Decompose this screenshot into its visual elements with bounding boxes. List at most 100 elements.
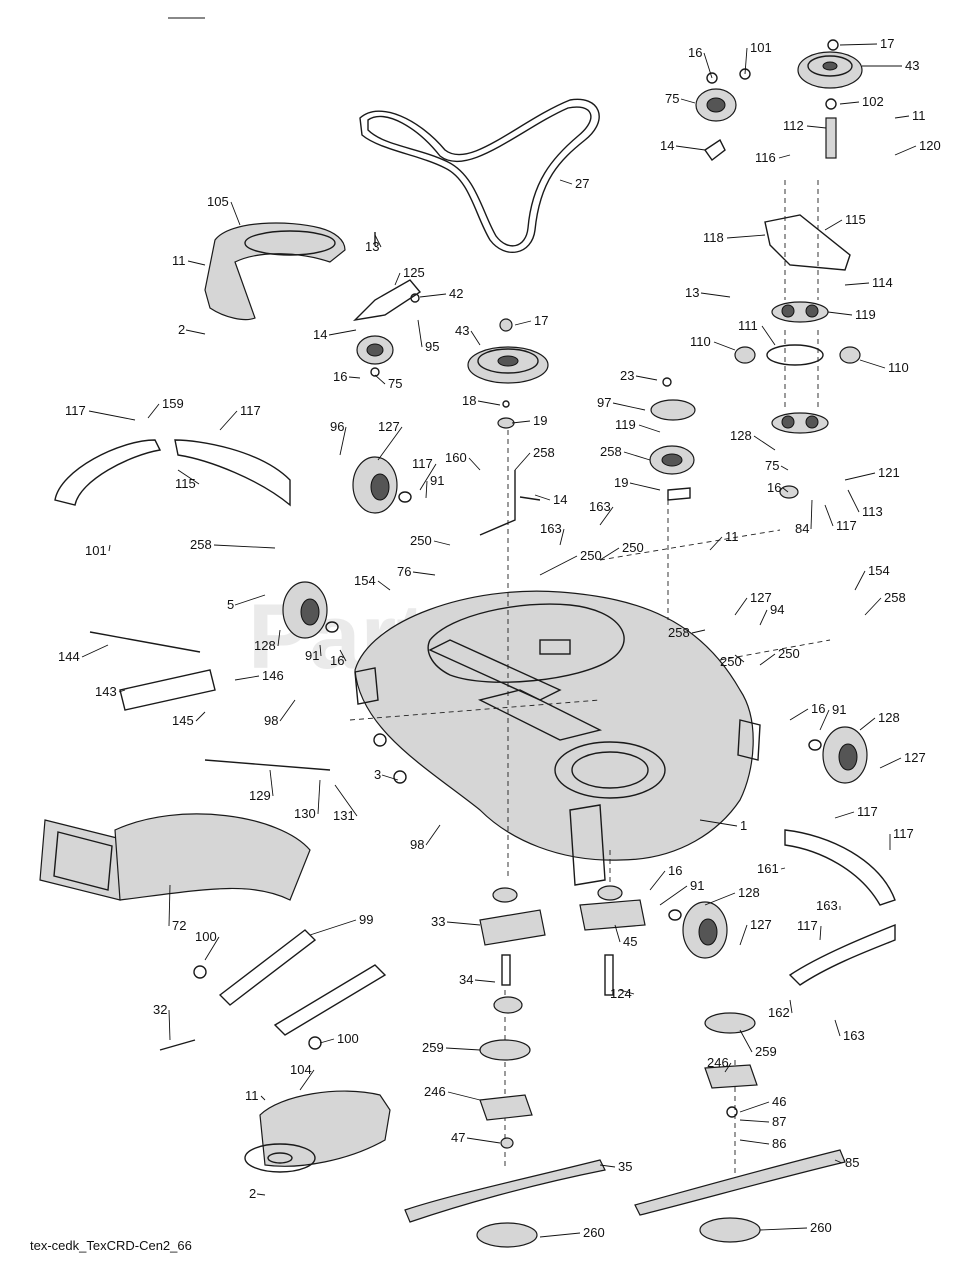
callout-number: 33 xyxy=(431,914,445,929)
callout-number: 161 xyxy=(757,861,779,876)
leader-line xyxy=(734,654,745,663)
callout-number: 91 xyxy=(690,878,704,893)
callout-number: 117 xyxy=(857,804,878,819)
leader-line xyxy=(834,811,855,819)
callout-number: 95 xyxy=(425,339,439,354)
callout-number: 258 xyxy=(884,590,906,605)
callout-number: 117 xyxy=(893,826,914,841)
callout-number: 118 xyxy=(703,230,724,245)
leader-line xyxy=(623,451,651,461)
callout-number: 250 xyxy=(720,654,742,669)
spindle-33 xyxy=(479,887,546,1014)
leader-line xyxy=(703,52,713,79)
callout-number: 17 xyxy=(880,36,894,51)
leader-line xyxy=(511,420,531,424)
leader-line xyxy=(447,1091,481,1101)
callout-number: 104 xyxy=(290,1062,312,1077)
leader-line xyxy=(88,410,136,421)
leader-line xyxy=(638,424,661,433)
leader-line xyxy=(168,1009,171,1041)
leader-line xyxy=(739,1119,770,1123)
leader-line xyxy=(709,536,723,551)
callout-number: 94 xyxy=(770,602,784,617)
leader-line xyxy=(269,769,274,797)
leader-line xyxy=(713,341,736,351)
callout-number: 127 xyxy=(378,419,400,434)
callout-number: 110 xyxy=(888,360,909,375)
leader-line xyxy=(470,330,481,346)
belt-27 xyxy=(359,98,600,253)
callout-number: 250 xyxy=(580,548,602,563)
callout-number: 97 xyxy=(597,395,611,410)
leader-line xyxy=(394,272,401,286)
callout-number: 250 xyxy=(622,540,644,555)
callout-number: 13 xyxy=(685,285,699,300)
leader-line xyxy=(599,1164,616,1168)
leader-line xyxy=(739,1029,753,1053)
callout-number: 163 xyxy=(816,898,838,913)
leader-line xyxy=(108,544,111,552)
leader-line xyxy=(759,653,776,666)
callout-number: 99 xyxy=(359,912,373,927)
leader-line xyxy=(213,544,276,549)
leader-line xyxy=(81,644,109,658)
leader-line xyxy=(806,125,827,129)
callout-number: 145 xyxy=(172,713,194,728)
leader-line xyxy=(824,504,834,527)
callout-number: 16 xyxy=(330,653,344,668)
leader-line xyxy=(778,154,791,159)
pulley-43-center xyxy=(467,318,549,429)
leader-line xyxy=(759,609,768,626)
callout-number: 117 xyxy=(65,403,86,418)
leader-line xyxy=(827,311,853,316)
leader-line xyxy=(319,1038,335,1044)
leader-line xyxy=(468,457,481,471)
leader-line xyxy=(854,570,866,591)
callout-number: 131 xyxy=(333,808,355,823)
leader-line xyxy=(417,319,423,348)
callout-number: 72 xyxy=(172,918,186,933)
callout-number: 130 xyxy=(294,806,316,821)
leader-line xyxy=(299,1069,315,1091)
callout-number: 250 xyxy=(410,533,432,548)
callout-number: 129 xyxy=(249,788,271,803)
callout-number: 128 xyxy=(738,885,760,900)
callout-number: 117 xyxy=(240,403,261,418)
leader-line xyxy=(377,580,391,591)
callout-number: 246 xyxy=(707,1055,729,1070)
callout-number: 154 xyxy=(868,563,890,578)
blade-85 xyxy=(634,1149,846,1216)
callout-number: 13 xyxy=(365,239,379,254)
leader-line xyxy=(700,292,731,298)
callout-number: 102 xyxy=(862,94,884,109)
callout-number: 85 xyxy=(845,1155,859,1170)
leader-line xyxy=(744,47,748,75)
callout-number: 2 xyxy=(178,322,185,337)
leader-line xyxy=(612,402,646,411)
callout-number: 16 xyxy=(668,863,682,878)
leader-line xyxy=(514,320,532,326)
callout-number: 128 xyxy=(730,428,752,443)
leader-line xyxy=(317,779,321,815)
callout-number: 11 xyxy=(245,1088,259,1103)
callout-number: 3 xyxy=(374,767,381,782)
callout-number: 87 xyxy=(772,1114,786,1129)
leader-line xyxy=(680,98,696,104)
blade-35 xyxy=(404,1159,606,1223)
leader-line xyxy=(824,219,843,231)
callout-number: 246 xyxy=(424,1084,446,1099)
leader-line xyxy=(514,452,531,471)
leader-line xyxy=(433,540,451,546)
leader-line xyxy=(187,260,206,266)
wheel-128-b xyxy=(282,581,339,639)
callout-number: 163 xyxy=(589,499,611,514)
leader-line xyxy=(879,757,902,769)
mower-deck-1 xyxy=(354,590,761,886)
callout-number: 46 xyxy=(772,1094,786,1109)
leader-line xyxy=(381,774,399,781)
leader-line xyxy=(635,375,658,381)
leader-line xyxy=(309,919,357,936)
gearbox-assembly xyxy=(734,180,861,499)
leader-line xyxy=(834,1019,841,1037)
